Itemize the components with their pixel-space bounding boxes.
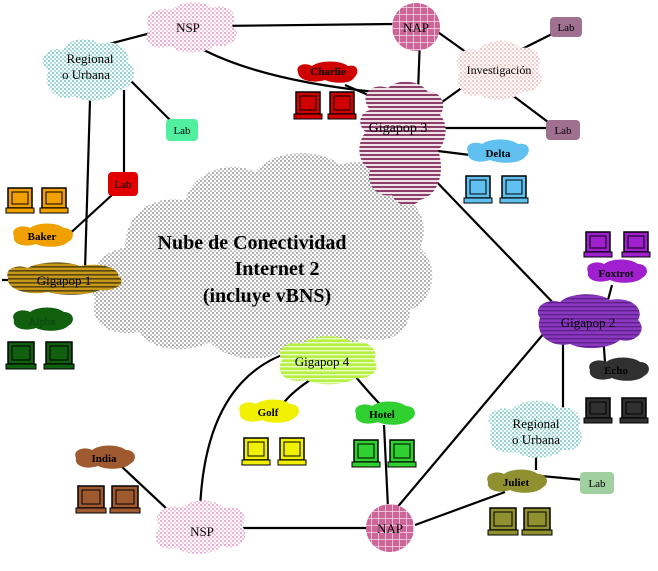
lab-right: Lab	[546, 120, 580, 140]
nap-node-bottom: NAP	[366, 504, 414, 552]
cloud-title-line1: Nube de Conectividad	[158, 232, 347, 254]
hotel-site: Hotel	[351, 401, 417, 468]
link-investigacion-lab	[519, 33, 553, 51]
link-nsp-nap	[214, 22, 396, 28]
lab-left-red-label: Lab	[114, 179, 132, 191]
foxtrot-site: Foxtrot	[583, 231, 651, 283]
link-regional-lab	[129, 79, 171, 121]
golf-computer-2	[277, 437, 307, 466]
regional-cloud-right: Regional o Urbana	[488, 400, 582, 458]
regional-left-line1: Regional	[67, 51, 114, 66]
nap-bottom-label: NAP	[377, 521, 403, 536]
investigacion-label: Investigación	[467, 63, 532, 77]
link-juliet-nap	[414, 490, 506, 527]
echo-computer-2	[619, 397, 649, 424]
lab-right-label: Lab	[554, 125, 572, 137]
internet2-cloud: Nube de Conectividad Internet 2 (incluye…	[91, 153, 433, 359]
link-hotel-nap	[382, 424, 390, 509]
cloud-title-line3: (incluye vBNS)	[203, 285, 331, 307]
baker-site: Baker	[5, 187, 73, 247]
link-nap-investigacion	[434, 29, 471, 56]
connection-lines	[2, 22, 614, 530]
nsp-cloud-top: NSP	[146, 2, 237, 53]
nap-node-top: NAP	[392, 3, 440, 51]
golf-site: Golf	[239, 399, 307, 466]
lab-left-green-label: Lab	[173, 125, 191, 137]
golf-label: Golf	[258, 407, 279, 419]
link-nsp-gigapop3	[199, 47, 376, 94]
india-label: India	[91, 453, 117, 465]
charlie-computer-2	[327, 91, 357, 120]
charlie-label: Charlie	[310, 66, 346, 78]
regional-left-line2: o Urbana	[62, 67, 110, 82]
baker-label: Baker	[28, 231, 57, 243]
foxtrot-label: Foxtrot	[598, 268, 634, 280]
delta-label: Delta	[485, 148, 511, 160]
alpha-computer-2	[43, 341, 75, 370]
investigacion-cloud: Investigación	[456, 40, 542, 100]
baker-computer-1	[5, 187, 35, 214]
alpha-site: Alpha	[5, 307, 75, 370]
lab-bottom-right: Lab	[580, 472, 614, 494]
link-gigapop3-gigapop2	[429, 174, 561, 311]
lab-top-right: Lab	[550, 17, 582, 37]
gigapop3-label: Gigapop 3	[369, 121, 428, 136]
delta-computer-2	[499, 175, 529, 204]
nap-top-label: NAP	[403, 20, 429, 35]
delta-computer-1	[463, 175, 493, 204]
gigapop2-cloud: Gigapop 2	[537, 294, 642, 349]
juliet-label: Juliet	[503, 477, 530, 489]
hotel-computer-2	[387, 439, 417, 468]
lab-bottom-right-label: Lab	[588, 478, 606, 490]
lab-left-green: Lab	[166, 119, 198, 141]
link-labred-baker	[64, 194, 113, 239]
baker-computer-2	[39, 187, 69, 214]
link-foxtrot-gigapop2	[606, 284, 614, 301]
delta-site: Delta	[463, 139, 529, 204]
echo-label: Echo	[604, 365, 628, 377]
link-investigacion-lab2	[511, 94, 549, 123]
gigapop3-cloud: Gigapop 3	[359, 81, 446, 206]
alpha-label: Alpha	[29, 316, 56, 328]
lab-top-right-label: Lab	[557, 22, 575, 34]
echo-site: Echo	[583, 357, 649, 424]
regional-right-line2: o Urbana	[512, 432, 560, 447]
golf-computer-1	[241, 437, 271, 466]
gigapop1-label: Gigapop 1	[37, 273, 92, 288]
gigapop2-label: Gigapop 2	[561, 315, 616, 330]
alpha-computer-1	[5, 341, 37, 370]
gigapop4-cloud: Gigapop 4	[279, 336, 377, 385]
link-gigapop2-nap	[394, 331, 546, 511]
gigapop1-cloud: Gigapop 1	[7, 262, 122, 295]
india-computer-1	[75, 485, 107, 514]
charlie-site: Charlie	[293, 61, 358, 120]
foxtrot-computer-2	[621, 231, 651, 258]
juliet-computer-1	[487, 507, 519, 536]
lab-left-red: Lab	[108, 172, 138, 196]
india-site: India	[75, 445, 141, 514]
regional-cloud-left: Regional o Urbana	[42, 39, 134, 101]
foxtrot-computer-1	[583, 231, 613, 258]
link-regional-gigapop1	[83, 99, 92, 271]
charlie-computer-1	[293, 91, 323, 120]
gigapop4-label: Gigapop 4	[295, 354, 350, 369]
nsp-bottom-label: NSP	[190, 524, 214, 539]
link-india-nsp	[119, 464, 169, 511]
nsp-top-label: NSP	[176, 20, 200, 35]
nsp-cloud-bottom: NSP	[155, 500, 246, 554]
hotel-computer-1	[351, 439, 381, 468]
regional-right-line1: Regional	[513, 416, 560, 431]
juliet-site: Juliet	[487, 469, 553, 536]
hotel-label: Hotel	[369, 409, 395, 421]
link-nsp-gigapop4	[198, 350, 291, 511]
cloud-title-line2: Internet 2	[235, 258, 320, 280]
echo-computer-1	[583, 397, 613, 424]
india-computer-2	[109, 485, 141, 514]
juliet-computer-2	[521, 507, 553, 536]
